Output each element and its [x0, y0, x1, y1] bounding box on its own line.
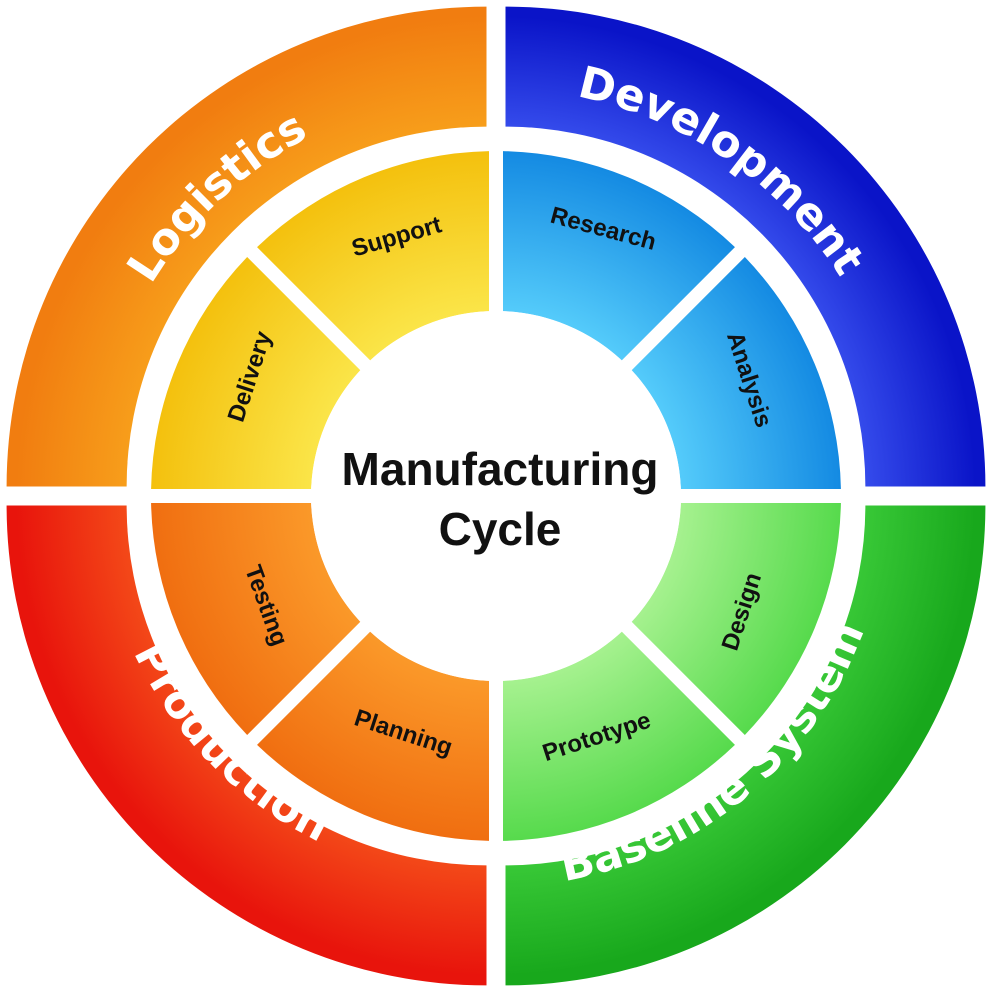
- ring-segment-production: [6, 505, 487, 986]
- segment-analysis[interactable]: [631, 257, 841, 489]
- segment-research[interactable]: [503, 151, 735, 361]
- segment-testing[interactable]: [151, 503, 361, 735]
- ring-segment-baseline-system: [505, 505, 986, 986]
- center-title-line1: Manufacturing: [342, 443, 659, 495]
- quadrant-production: [6, 503, 489, 986]
- segment-delivery[interactable]: [151, 257, 361, 489]
- segment-design[interactable]: [631, 503, 841, 735]
- ring-segment-logistics: [6, 6, 487, 487]
- quadrant-development: [503, 6, 986, 489]
- center-title-line2: Cycle: [439, 503, 562, 555]
- segment-prototype[interactable]: [503, 631, 735, 841]
- segment-planning[interactable]: [257, 631, 489, 841]
- center-hub: [311, 311, 681, 681]
- segment-support[interactable]: [257, 151, 489, 361]
- quadrant-logistics: [6, 6, 489, 489]
- ring-segment-development: [505, 6, 986, 487]
- quadrant-baseline-system: [503, 503, 986, 986]
